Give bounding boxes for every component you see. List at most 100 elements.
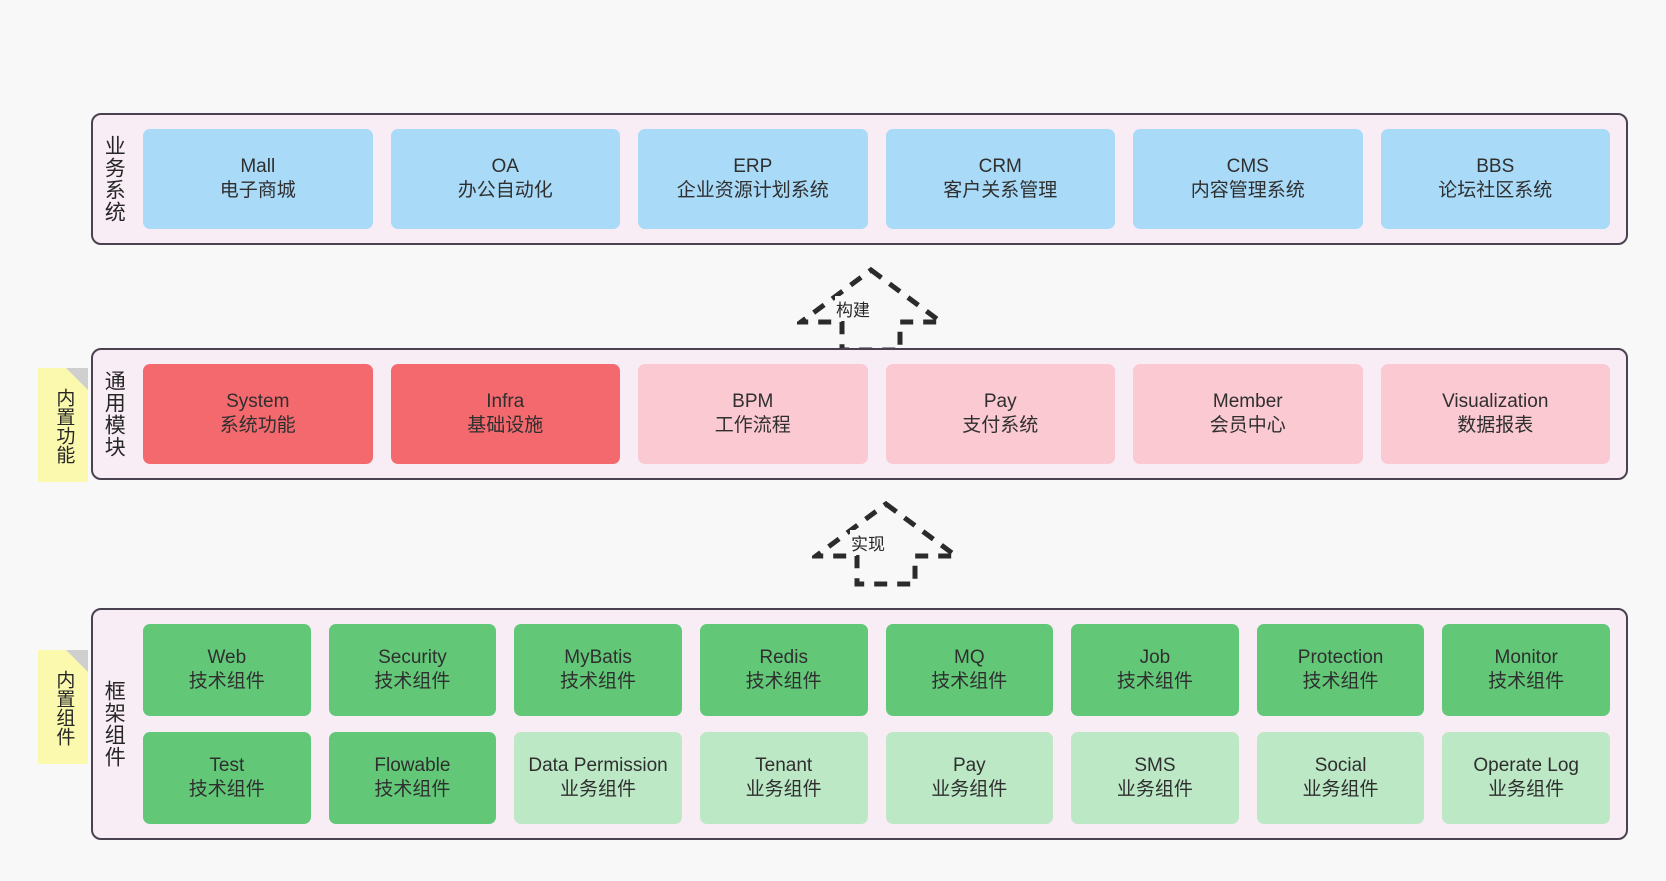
- card-title-cn: 业务组件: [1488, 779, 1565, 800]
- card-social[interactable]: Social 业务组件: [1256, 732, 1425, 824]
- card-title-cn: 工作流程: [714, 415, 791, 436]
- layer-title-common-modules: 通用模块: [102, 370, 126, 458]
- card-title-en: CRM: [978, 156, 1022, 178]
- card-title-cn: 技术组件: [188, 779, 265, 800]
- card-title-en: ERP: [733, 156, 773, 178]
- card-visualization[interactable]: Visualization 数据报表: [1380, 364, 1610, 464]
- layer-body-framework-components: Web 技术组件 Security 技术组件 MyBatis 技术组件 Redi…: [133, 610, 1626, 838]
- connector-implement-label: 实现: [850, 530, 886, 555]
- card-title-cn: 技术组件: [1302, 671, 1379, 692]
- card-title-en: MyBatis: [564, 647, 632, 669]
- card-title-cn: 支付系统: [962, 415, 1039, 436]
- card-bbs[interactable]: BBS 论坛社区系统: [1380, 129, 1610, 229]
- card-bpm[interactable]: BPM 工作流程: [638, 364, 868, 464]
- card-title-en: Tenant: [755, 755, 813, 777]
- card-title-en: Infra: [486, 391, 525, 413]
- card-erp[interactable]: ERP 企业资源计划系统: [638, 129, 868, 229]
- card-title-en: Visualization: [1442, 391, 1549, 413]
- build-arrow-icon: [797, 266, 945, 353]
- sticky-note-label: 内置功能: [53, 388, 75, 464]
- card-pay[interactable]: Pay 支付系统: [885, 364, 1115, 464]
- card-title-en: Web: [207, 647, 247, 669]
- card-mq[interactable]: MQ 技术组件: [885, 624, 1054, 716]
- layer-body-common-modules: System 系统功能 Infra 基础设施 BPM 工作流程 Pay 支付系统…: [133, 350, 1626, 478]
- card-system[interactable]: System 系统功能: [143, 364, 373, 464]
- framework-row-technical: Web 技术组件 Security 技术组件 MyBatis 技术组件 Redi…: [143, 624, 1610, 716]
- connector-build: 构建: [797, 266, 945, 354]
- card-title-en: Test: [209, 755, 245, 777]
- card-title-en: Social: [1314, 755, 1367, 777]
- card-redis[interactable]: Redis 技术组件: [699, 624, 868, 716]
- card-title-en: Mall: [240, 156, 276, 178]
- card-flowable[interactable]: Flowable 技术组件: [328, 732, 497, 824]
- card-crm[interactable]: CRM 客户关系管理: [885, 129, 1115, 229]
- card-title-cn: 业务组件: [560, 779, 637, 800]
- card-test[interactable]: Test 技术组件: [143, 732, 311, 824]
- card-monitor[interactable]: Monitor 技术组件: [1442, 624, 1610, 716]
- card-mybatis[interactable]: MyBatis 技术组件: [514, 624, 682, 716]
- sticky-note-builtin-features: 内置功能: [38, 368, 88, 482]
- card-job[interactable]: Job 技术组件: [1071, 624, 1239, 716]
- card-title-cn: 技术组件: [931, 671, 1008, 692]
- card-title-cn: 业务组件: [1116, 779, 1193, 800]
- card-member[interactable]: Member 会员中心: [1133, 364, 1363, 464]
- card-oa[interactable]: OA 办公自动化: [390, 129, 620, 229]
- card-title-cn: 电子商城: [219, 180, 296, 201]
- card-pay-business[interactable]: Pay 业务组件: [885, 732, 1054, 824]
- card-cms[interactable]: CMS 内容管理系统: [1133, 129, 1363, 229]
- card-title-cn: 业务组件: [931, 779, 1008, 800]
- card-protection[interactable]: Protection 技术组件: [1256, 624, 1425, 716]
- layer-common-modules: 通用模块 System 系统功能 Infra 基础设施 BPM 工作流程 Pay…: [91, 348, 1628, 480]
- card-title-cn: 基础设施: [467, 415, 544, 436]
- card-title-cn: 技术组件: [1488, 671, 1565, 692]
- card-title-cn: 技术组件: [1116, 671, 1193, 692]
- framework-row-business: Test 技术组件 Flowable 技术组件 Data Permission …: [143, 732, 1610, 824]
- card-title-cn: 系统功能: [219, 415, 296, 436]
- card-title-en: BBS: [1476, 156, 1515, 178]
- card-title-cn: 技术组件: [745, 671, 822, 692]
- card-title-en: BPM: [732, 391, 774, 413]
- card-data-permission[interactable]: Data Permission 业务组件: [514, 732, 682, 824]
- card-title-en: System: [226, 391, 290, 413]
- card-title-en: Redis: [759, 647, 808, 669]
- implement-arrow-icon: [812, 500, 960, 587]
- layer-body-business-systems: Mall 电子商城 OA 办公自动化 ERP 企业资源计划系统 CRM 客户关系…: [133, 115, 1626, 243]
- card-title-en: Flowable: [374, 755, 451, 777]
- card-mall[interactable]: Mall 电子商城: [143, 129, 373, 229]
- card-title-cn: 内容管理系统: [1190, 180, 1305, 201]
- card-title-cn: 办公自动化: [457, 180, 553, 201]
- card-security[interactable]: Security 技术组件: [328, 624, 497, 716]
- card-title-en: OA: [491, 156, 519, 178]
- sticky-note-label: 内置组件: [53, 670, 75, 746]
- card-title-cn: 技术组件: [374, 779, 451, 800]
- card-title-en: Member: [1212, 391, 1283, 413]
- card-sms[interactable]: SMS 业务组件: [1071, 732, 1239, 824]
- card-tenant[interactable]: Tenant 业务组件: [699, 732, 868, 824]
- card-operate-log[interactable]: Operate Log 业务组件: [1442, 732, 1610, 824]
- card-title-en: CMS: [1226, 156, 1269, 178]
- layer-title-framework-components: 框架组件: [102, 680, 126, 768]
- card-title-en: Security: [378, 647, 447, 669]
- card-title-cn: 企业资源计划系统: [676, 180, 829, 201]
- card-title-cn: 数据报表: [1457, 415, 1534, 436]
- card-title-en: Job: [1139, 647, 1171, 669]
- card-title-cn: 技术组件: [560, 671, 637, 692]
- card-title-cn: 会员中心: [1209, 415, 1286, 436]
- card-title-en: Monitor: [1494, 647, 1558, 669]
- card-title-en: Data Permission: [528, 755, 668, 777]
- connector-build-label: 构建: [835, 296, 871, 321]
- card-infra[interactable]: Infra 基础设施: [390, 364, 620, 464]
- card-title-cn: 业务组件: [745, 779, 822, 800]
- card-title-cn: 技术组件: [188, 671, 265, 692]
- card-title-en: Operate Log: [1473, 755, 1579, 777]
- sticky-note-builtin-components: 内置组件: [38, 650, 88, 764]
- connector-implement: 实现: [812, 500, 960, 588]
- card-title-cn: 论坛社区系统: [1438, 180, 1553, 201]
- card-title-cn: 业务组件: [1302, 779, 1379, 800]
- layer-business-systems: 业务系统 Mall 电子商城 OA 办公自动化 ERP 企业资源计划系统 CRM…: [91, 113, 1628, 245]
- card-web[interactable]: Web 技术组件: [143, 624, 311, 716]
- card-title-cn: 技术组件: [374, 671, 451, 692]
- card-title-en: Protection: [1297, 647, 1384, 669]
- layer-framework-components: 框架组件 Web 技术组件 Security 技术组件 MyBatis 技术组件…: [91, 608, 1628, 840]
